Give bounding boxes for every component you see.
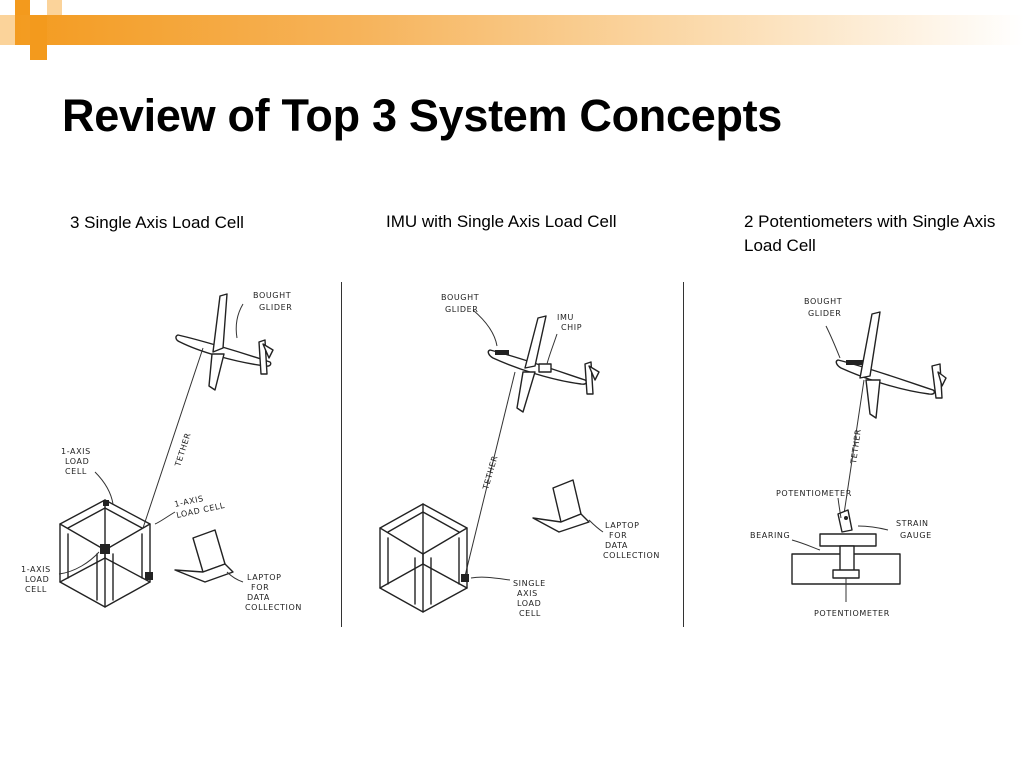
panel-divider	[683, 282, 684, 627]
glider-drawing	[835, 311, 947, 419]
label-glider: GLIDER	[808, 309, 841, 318]
label-axis: AXIS	[517, 589, 538, 598]
label-data: DATA	[247, 593, 270, 602]
label-load: LOAD	[517, 599, 541, 608]
deco-square	[0, 15, 15, 45]
label-load: LOAD	[65, 457, 89, 466]
label-bought: BOUGHT	[253, 291, 291, 300]
concept-3-sketch: BOUGHT GLIDER TETHER POTENTIOMETER BEARI…	[688, 282, 1018, 627]
label-collection: COLLECTION	[245, 603, 302, 612]
tether-line	[843, 379, 865, 515]
label-glider: GLIDER	[259, 303, 292, 312]
header-gradient-bar	[0, 15, 1024, 45]
arrow	[546, 333, 558, 365]
label-strain: STRAIN	[896, 519, 929, 528]
label-for: FOR	[609, 531, 627, 540]
arrow	[154, 511, 176, 525]
concept-1-sketch: BOUGHT GLIDER TETHER 1-AXIS LOAD CELL 1-…	[15, 282, 335, 627]
label-for: FOR	[251, 583, 269, 592]
label-potentiometer: POTENTIOMETER	[814, 609, 890, 618]
panel-divider	[341, 282, 342, 627]
label-axis: 1-AXIS	[61, 447, 91, 456]
glider-drawing	[487, 315, 600, 413]
label-cell: CELL	[25, 585, 47, 594]
label-data: DATA	[605, 541, 628, 550]
label-imu: IMU	[557, 313, 574, 322]
pivot-mechanism-drawing	[791, 509, 901, 585]
deco-square	[30, 15, 47, 45]
arrow	[588, 519, 604, 533]
deco-square	[30, 45, 47, 60]
label-bought: BOUGHT	[441, 293, 479, 302]
laptop-drawing	[174, 529, 234, 583]
arrow	[226, 571, 244, 583]
label-single: SINGLE	[513, 579, 546, 588]
deco-square	[47, 0, 62, 15]
arrow	[837, 497, 842, 519]
concept-2-sketch: BOUGHT GLIDER IMU CHIP TETHER LAPTOP FOR…	[345, 282, 677, 627]
arrow	[94, 471, 114, 505]
slide-title: Review of Top 3 System Concepts	[62, 90, 783, 141]
label-tether: TETHER	[173, 431, 193, 468]
label-tether: TETHER	[481, 454, 500, 491]
deco-square	[15, 0, 30, 15]
test-frame-drawing	[59, 499, 153, 608]
label-collection: COLLECTION	[603, 551, 660, 560]
laptop-drawing	[532, 479, 590, 533]
arrow	[235, 303, 244, 339]
tether-line	[464, 371, 516, 577]
label-laptop: LAPTOP	[605, 521, 640, 530]
arrow	[58, 551, 100, 575]
label-tether: TETHER	[849, 428, 863, 465]
concept-1-caption: 3 Single Axis Load Cell	[70, 213, 244, 232]
arrow	[470, 576, 511, 581]
glider-drawing	[175, 293, 274, 391]
concept-3-caption: 2 Potentiometers with Single Axis Load C…	[744, 212, 996, 255]
arrow	[825, 325, 841, 359]
label-load: LOAD	[25, 575, 49, 584]
label-laptop: LAPTOP	[247, 573, 282, 582]
label-axis: 1-AXIS	[21, 565, 51, 574]
arrow	[857, 525, 889, 531]
label-cell: CELL	[65, 467, 87, 476]
label-bearing: BEARING	[750, 531, 790, 540]
concept-2-caption: IMU with Single Axis Load Cell	[386, 212, 617, 231]
label-bought: BOUGHT	[804, 297, 842, 306]
tether-line	[142, 347, 204, 529]
label-chip: CHIP	[561, 323, 582, 332]
label-glider: GLIDER	[445, 305, 478, 314]
label-potentiometer: POTENTIOMETER	[776, 489, 852, 498]
arrow	[791, 539, 821, 551]
test-frame-drawing	[379, 503, 469, 613]
arrow	[472, 309, 498, 347]
label-gauge: GAUGE	[900, 531, 932, 540]
label-cell: CELL	[519, 609, 541, 618]
